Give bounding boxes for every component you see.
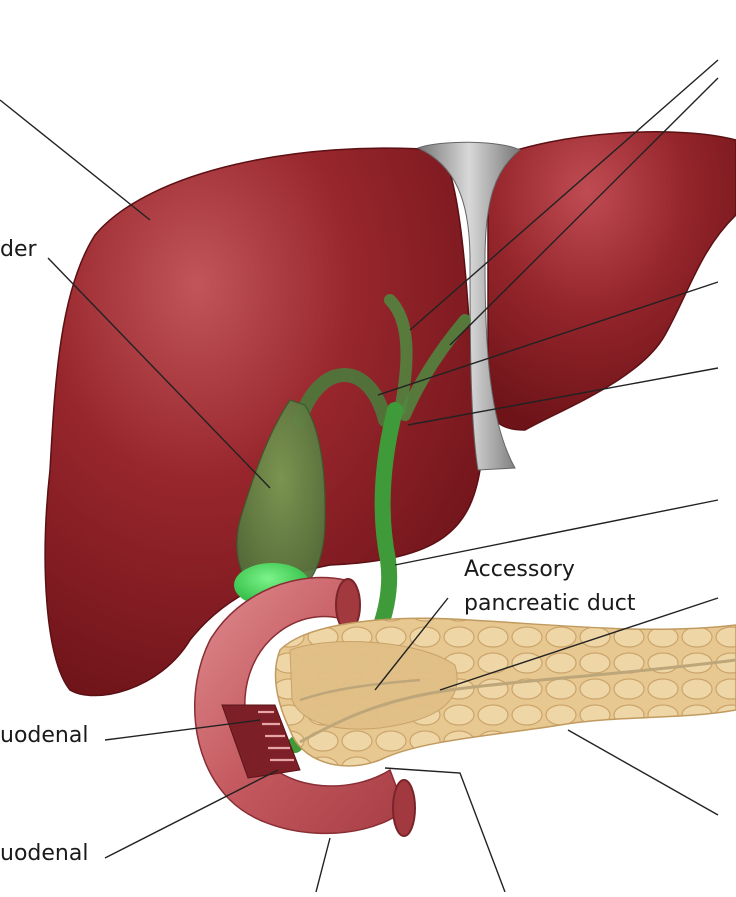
right-hepatic-duct [384,294,413,416]
leader-lines [0,59,719,893]
duodenal-folds [258,710,294,762]
liver-right-lobe [487,131,736,431]
main-pancreatic-duct [299,658,736,744]
label-duodenal-1: uodenal [0,723,89,748]
cystic-duct [293,368,392,427]
left-hepatic-duct [399,314,471,421]
accessory-pancreatic-duct [299,678,421,702]
label-duodenal-2: uodenal [0,841,89,866]
falciform-ligament [416,141,521,471]
label-accessory-line1: Accessory [464,557,575,582]
label-accessory-line2: pancreatic duct [464,591,636,616]
label-gallbladder: der [0,237,37,262]
duodenum-lower-opening [392,779,416,837]
